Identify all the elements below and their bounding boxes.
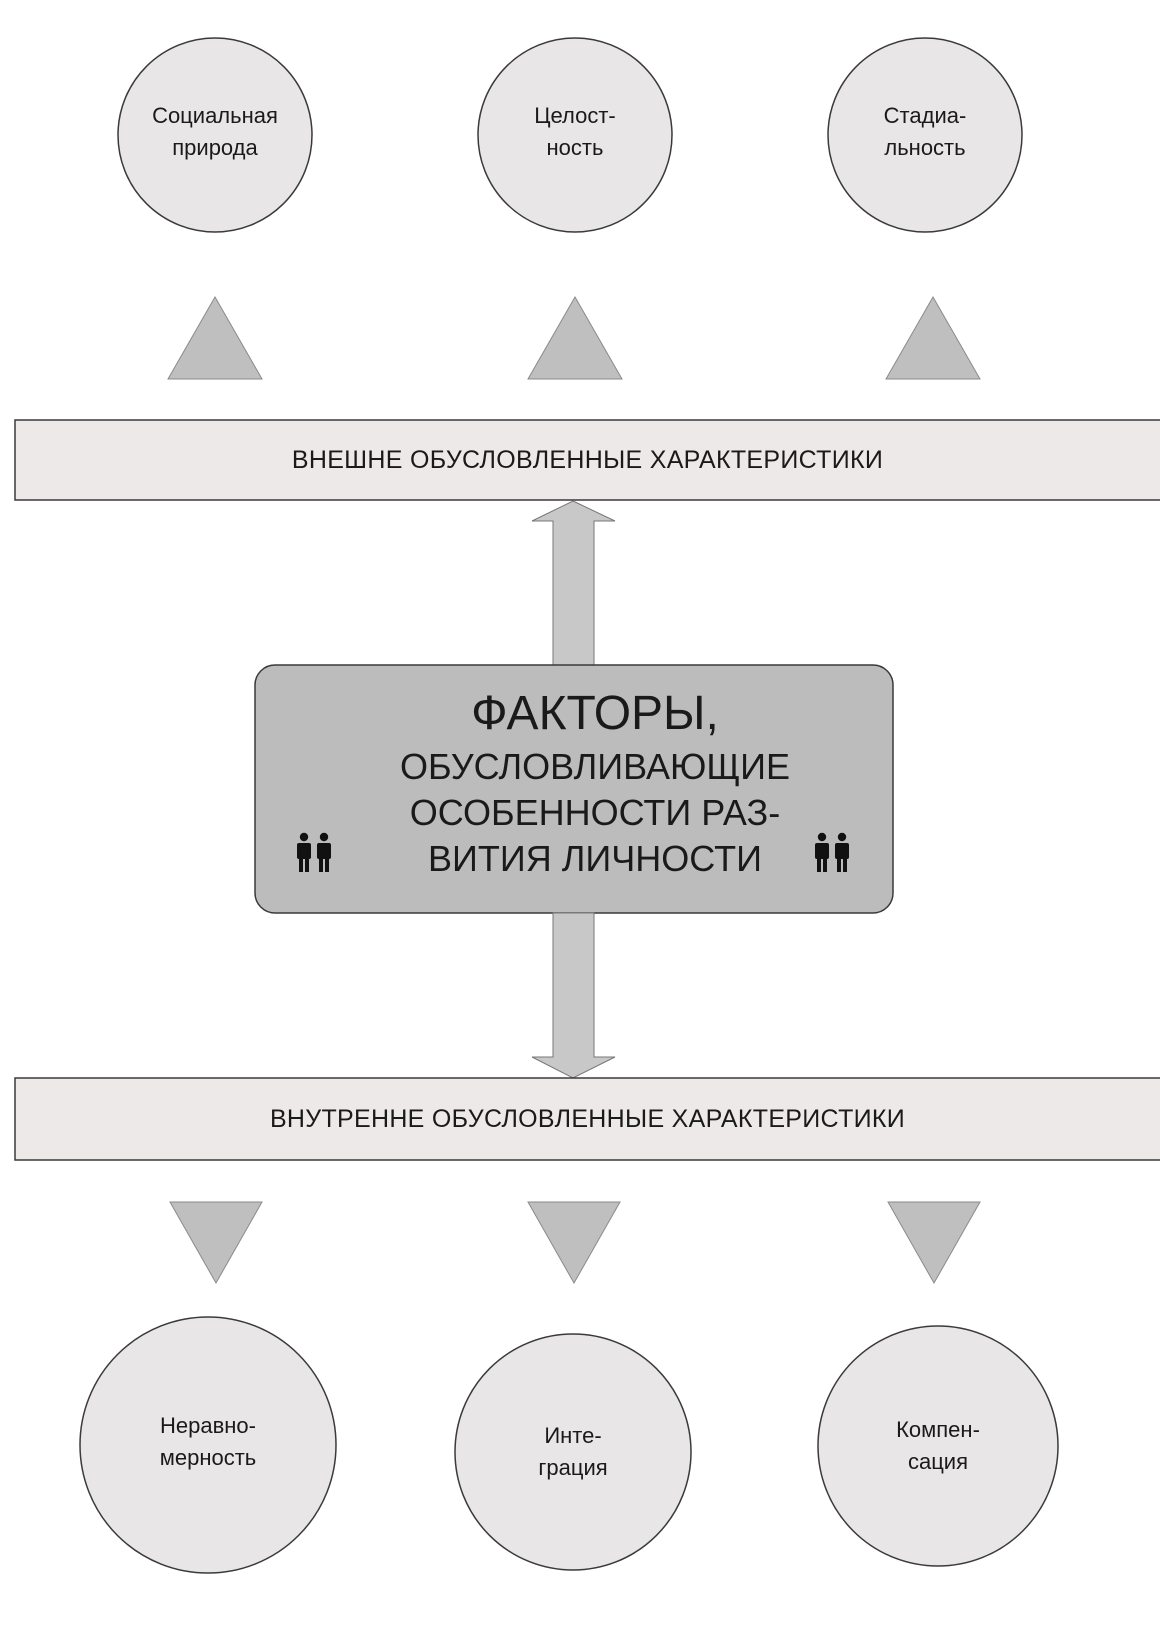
circle-integrity: [477, 37, 673, 233]
up-triangle-2: [527, 295, 623, 380]
label-line: Неравно-: [160, 1413, 256, 1438]
circle-staging: [827, 37, 1023, 233]
center-line-1: ОБУСЛОВЛИВАЮЩИЕ: [399, 746, 791, 787]
bottom-band-label: ВНУТРЕННЕ ОБУСЛОВЛЕННЫЕ ХАРАКТЕРИСТИКИ: [269, 1105, 906, 1133]
label-integrity: Целост- ность: [500, 100, 650, 164]
center-title: ФАКТОРЫ,: [471, 687, 719, 740]
down-triangle-2: [527, 1201, 621, 1285]
arrow-up: [531, 500, 616, 669]
label-staging: Стадиа- льность: [850, 100, 1000, 164]
center-text: ФАКТОРЫ, ОБУСЛОВЛИВАЮЩИЕ ОСОБЕННОСТИ РАЗ…: [265, 684, 925, 882]
center-line-2: ОСОБЕННОСТИ РАЗ-: [409, 792, 781, 833]
circle-social-nature: [117, 37, 313, 233]
center-line-3: ВИТИЯ ЛИЧНОСТИ: [428, 838, 762, 879]
bottom-band: [14, 1077, 1160, 1161]
label-line: льность: [884, 135, 966, 160]
up-triangle-3: [885, 295, 981, 380]
label-integration: Инте- грация: [498, 1420, 648, 1484]
label-line: грация: [538, 1455, 608, 1480]
label-line: Стадиа-: [883, 103, 967, 128]
down-triangle-3: [887, 1201, 981, 1285]
label-compensation: Компен- сация: [863, 1414, 1013, 1478]
label-unevenness: Неравно- мерность: [133, 1410, 283, 1474]
top-band: [14, 419, 1160, 501]
arrow-down: [531, 912, 616, 1079]
circle-unevenness: [79, 1316, 337, 1574]
label-social-nature: Социальная природа: [140, 100, 290, 164]
label-line: мерность: [159, 1445, 257, 1470]
label-line: Инте-: [544, 1423, 602, 1448]
people-icon: [297, 832, 331, 872]
circle-compensation: [817, 1325, 1059, 1567]
down-triangle-1: [169, 1201, 263, 1285]
label-line: сация: [907, 1449, 969, 1474]
top-band-label: ВНЕШНЕ ОБУСЛОВЛЕННЫЕ ХАРАКТЕРИСТИКИ: [291, 446, 884, 474]
label-line: ность: [546, 135, 604, 160]
up-triangle-1: [167, 295, 263, 380]
label-line: Компен-: [896, 1417, 980, 1442]
label-line: природа: [172, 135, 258, 160]
label-line: Социальная: [152, 103, 278, 128]
people-icon: [815, 832, 849, 872]
label-line: Целост-: [534, 103, 616, 128]
circle-integration: [454, 1333, 692, 1571]
